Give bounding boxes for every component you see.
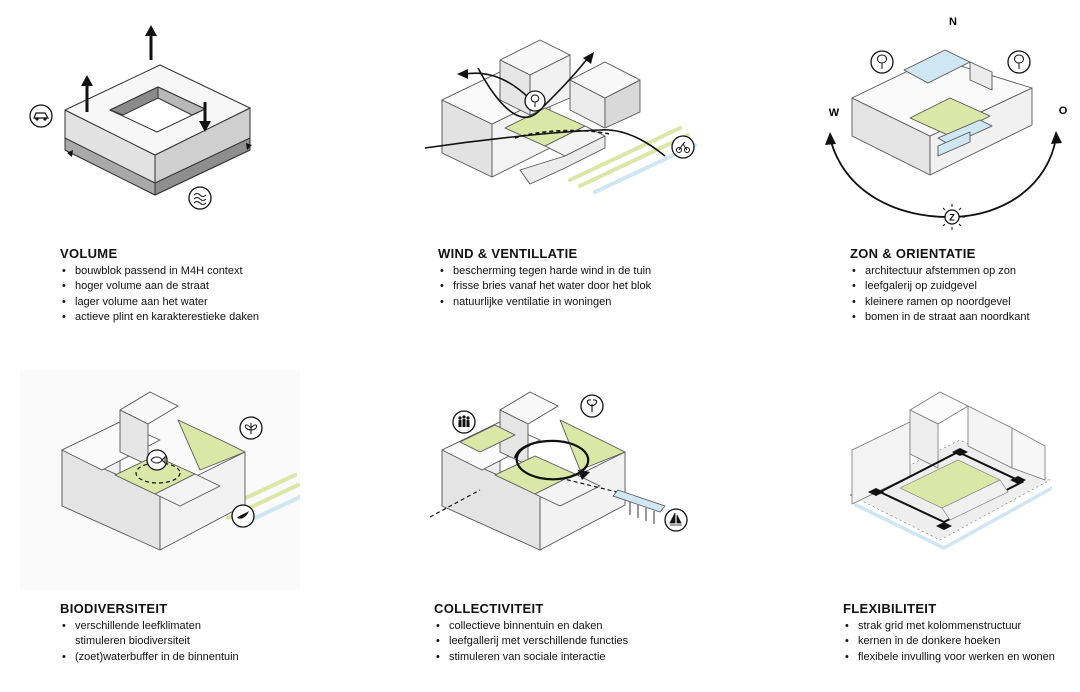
panel-title: COLLECTIVITEIT (434, 601, 544, 616)
list-item: leefgallerij met verschillende functies (434, 634, 794, 650)
list-item: kernen in de donkere hoeken (843, 634, 1078, 650)
list-item: stimuleren van sociale interactie (434, 650, 794, 666)
bird-icon (231, 504, 255, 528)
sun-orientation-diagram: N W O Z (825, 16, 1068, 230)
bullet-list: bescherming tegen harde wind in de tuin … (438, 264, 798, 311)
water-wave-icon (188, 186, 212, 210)
fish-icon (146, 449, 168, 471)
sailboat-icon (664, 508, 688, 532)
flexibility-diagram (849, 391, 1052, 550)
tree-icon (870, 50, 894, 74)
list-item: leefgalerij op zuidgevel (850, 279, 1075, 295)
list-item: collectieve binnentuin en daken (434, 619, 794, 635)
bullet-list: architectuur afstemmen op zon leefgaleri… (850, 264, 1075, 326)
panel-sun-text: ZON & ORIENTATIE architectuur afstemmen … (850, 246, 1075, 326)
list-item: kleinere ramen op noordgevel (850, 295, 1075, 311)
list-item: strak grid met kolommenstructuur (843, 619, 1078, 635)
panel-title: ZON & ORIENTATIE (850, 246, 976, 261)
compass-west-label: W (829, 107, 840, 119)
list-item: flexibele invulling voor werken en wonen (843, 650, 1078, 666)
list-item: actieve plint en karakterestieke daken (60, 310, 390, 326)
list-item: bomen in de straat aan noordkant (850, 310, 1075, 326)
volume-block (64, 64, 251, 196)
bullet-list: strak grid met kolommenstructuur kernen … (843, 619, 1078, 666)
collectivity-diagram (429, 391, 688, 551)
butterfly-icon (239, 416, 263, 440)
collectivity-dashed-line (429, 489, 481, 518)
list-item: lager volume aan het water (60, 295, 390, 311)
compass-east-label: O (1059, 105, 1068, 117)
core-squares (868, 448, 1026, 530)
list-item: (zoet)waterbuffer in de binnentuin (60, 650, 390, 666)
sun-icon: Z (939, 204, 965, 230)
wind-block (441, 39, 641, 185)
bio-block (61, 391, 246, 551)
list-item: verschillende leefklimaten (60, 619, 390, 635)
bullet-list: verschillende leefklimaten stimuleren bi… (60, 619, 390, 666)
bullet-list: collectieve binnentuin en daken leefgall… (434, 619, 794, 666)
volume-diagram (29, 25, 252, 210)
collectivity-loop (513, 439, 590, 481)
biodiversity-diagram (20, 370, 300, 590)
panel-flexibility-text: FLEXIBILITEIT strak grid met kolommenstr… (843, 601, 1078, 666)
list-item: natuurlijke ventilatie in woningen (438, 295, 798, 311)
panel-title: VOLUME (60, 246, 118, 261)
wind-diagram (424, 39, 697, 194)
corner-marker (246, 143, 252, 150)
plant-icon (580, 394, 604, 418)
panel-wind-text: WIND & VENTILLATIE bescherming tegen har… (438, 246, 798, 311)
tree-icon (524, 90, 546, 112)
panel-collectivity-text: COLLECTIVITEIT collectieve binnentuin en… (434, 601, 794, 666)
panel-biodiversity-text: BIODIVERSITEIT verschillende leefklimate… (60, 601, 390, 666)
compass-south-label: Z (949, 213, 955, 223)
tree-icon (1007, 50, 1031, 74)
list-item: bouwblok passend in M4H context (60, 264, 390, 280)
list-item: hoger volume aan de straat (60, 279, 390, 295)
panel-title: FLEXIBILITEIT (843, 601, 937, 616)
collectivity-block (441, 391, 626, 551)
panel-title: BIODIVERSITEIT (60, 601, 168, 616)
panel-volume-text: VOLUME bouwblok passend in M4H context h… (60, 246, 390, 326)
panel-title: WIND & VENTILLATIE (438, 246, 578, 261)
list-item: bescherming tegen harde wind in de tuin (438, 264, 798, 280)
bike-icon (671, 135, 695, 159)
sun-block (851, 49, 1033, 176)
corner-marker (67, 150, 73, 157)
list-item: architectuur afstemmen op zon (850, 264, 1075, 280)
compass-north-label: N (949, 16, 957, 28)
car-icon (29, 104, 53, 128)
jetty (612, 489, 666, 524)
volume-arrows (81, 25, 211, 132)
bullet-list: bouwblok passend in M4H context hoger vo… (60, 264, 390, 326)
list-item: frisse bries vanaf het water door het bl… (438, 279, 798, 295)
list-item: stimuleren biodiversiteit (75, 635, 190, 648)
people-icon (452, 410, 476, 434)
